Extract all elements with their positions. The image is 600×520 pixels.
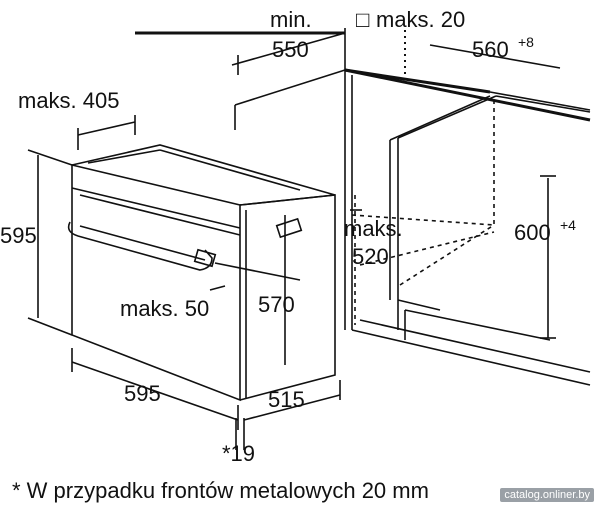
maks-520-label-top: maks. — [344, 216, 403, 241]
oven-body — [67, 144, 336, 402]
dim-560-sup: +8 — [518, 34, 534, 50]
dim-570-label: 570 — [258, 292, 295, 317]
maks-20-label: maks. 20 — [376, 7, 465, 32]
cabinet-niche — [135, 31, 591, 386]
dim-600-label: 600 — [514, 220, 551, 245]
dim-600-sup: +4 — [560, 217, 576, 233]
min-550-label-value: 550 — [272, 37, 309, 62]
watermark: catalog.onliner.by — [500, 488, 594, 502]
maks-50-label: maks. 50 — [120, 296, 209, 321]
dimension-lines — [27, 28, 561, 450]
footnote: * W przypadku frontów metalowych 20 mm — [12, 478, 429, 503]
maks-405-label: maks. 405 — [18, 88, 120, 113]
maks-520-label-value: 520 — [352, 244, 389, 269]
dim-515-label: 515 — [268, 387, 305, 412]
dim-560-label: 560 — [472, 37, 509, 62]
note-19-label: *19 — [222, 441, 255, 466]
square-symbol: □ — [356, 7, 369, 32]
dim-595-bottom-label: 595 — [124, 381, 161, 406]
min-550-label-top: min. — [270, 7, 312, 32]
dim-595-left-label: 595 — [0, 223, 37, 248]
